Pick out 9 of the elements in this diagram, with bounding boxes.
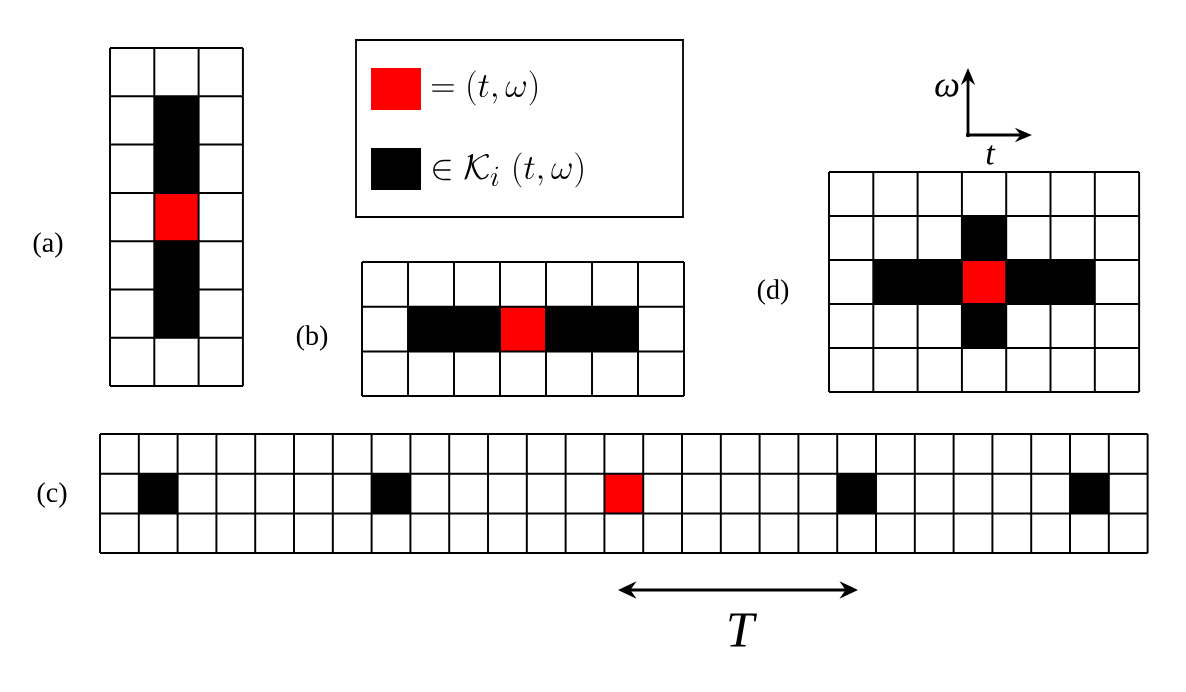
label: t bbox=[986, 145, 996, 165]
label: (a) bbox=[33, 232, 63, 258]
label: (d) bbox=[757, 279, 789, 305]
label: (c) bbox=[37, 482, 67, 508]
label: (b) bbox=[296, 325, 328, 351]
legend-text: $= (t,\omega)$ bbox=[431, 70, 538, 106]
label: T bbox=[729, 613, 758, 647]
legend-text: $\in \mathcal{K}_i\ (t,\omega)$ bbox=[433, 152, 583, 188]
label: ω bbox=[935, 79, 959, 97]
